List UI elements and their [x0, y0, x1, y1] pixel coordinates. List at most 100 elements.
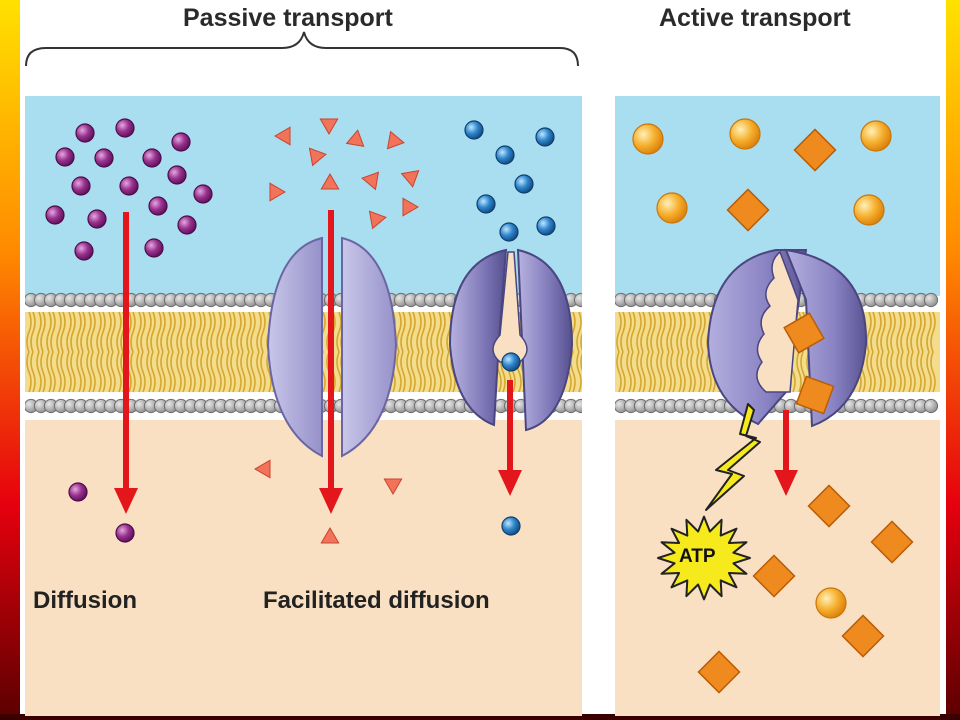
lipid-tail [630, 351, 636, 393]
lipid-tail [86, 311, 92, 353]
lipid-tail [240, 351, 246, 393]
lipid-tail [690, 311, 696, 353]
cytoplasm-left [25, 420, 582, 716]
lipid-tail [216, 311, 222, 353]
pumped-ion-sphere [632, 123, 664, 155]
pumped-solute-cube [793, 128, 837, 172]
lipid-tail [900, 311, 906, 353]
lipid-tail [186, 351, 192, 393]
lipid-tail [226, 351, 232, 393]
lipid-tail [876, 311, 882, 353]
lipid-tail [166, 351, 172, 393]
lipid-tail [676, 351, 682, 393]
lipid-tail [50, 311, 56, 353]
lipid-tail [166, 311, 172, 353]
lipid-tail [246, 311, 252, 353]
lipid-tail [920, 311, 926, 353]
lipid-tail [230, 311, 236, 353]
lipid-tail [106, 311, 112, 353]
lipid-tail [76, 351, 82, 393]
lipid-tail [76, 311, 82, 353]
lipid-head [923, 292, 939, 308]
carrier-solute-sphere [514, 174, 534, 194]
lipid-tail [266, 351, 272, 393]
lipid-tail [890, 351, 896, 393]
lipid-tail [100, 351, 106, 393]
lipid-tail [26, 311, 32, 353]
lipid-tail [636, 351, 642, 393]
facilitated-diffusion-label: Facilitated diffusion [263, 587, 490, 614]
lipid-tail [400, 311, 406, 353]
lipid-tail [670, 311, 676, 353]
solute-triangle [254, 459, 271, 479]
diffusion-molecule [177, 215, 197, 235]
lipid-tail [690, 351, 696, 393]
lipid-tail [880, 351, 886, 393]
lipid-tail [100, 311, 106, 353]
pumped-solute-cube [841, 614, 885, 658]
lipid-tail [216, 351, 222, 393]
lipid-tail [680, 351, 686, 393]
lipid-tail [56, 351, 62, 393]
diffusion-molecule [167, 165, 187, 185]
lipid-tail [666, 311, 672, 353]
lipid-tail [446, 351, 452, 393]
diffusion-molecule [55, 147, 75, 167]
lipid-tail [190, 351, 196, 393]
lipid-tail [676, 311, 682, 353]
solute-triangle [274, 126, 291, 146]
lipid-tail [916, 351, 922, 393]
lipid-tail [616, 311, 622, 353]
lipid-tail [430, 351, 436, 393]
carrier-solute-sphere [535, 127, 555, 147]
energy-lightning-bolt [705, 403, 761, 511]
lipid-tail [420, 351, 426, 393]
lipid-tail [336, 351, 342, 393]
diffusion-molecule [87, 209, 107, 229]
lipid-tail [136, 311, 142, 353]
lipid-head [573, 398, 582, 414]
pumped-solute-cube [783, 312, 825, 354]
lipid-tail [220, 311, 226, 353]
lipid-tail [650, 311, 656, 353]
lipid-tail [40, 351, 46, 393]
carrier-solute-sphere [476, 194, 496, 214]
right-frame-strip [946, 0, 960, 720]
pumped-solute-cube [807, 484, 851, 528]
lipid-tail [580, 352, 582, 372]
diffusion-molecule [148, 196, 168, 216]
lipid-tail [150, 351, 156, 393]
diffusion-molecule [142, 148, 162, 168]
solute-triangle [400, 169, 420, 188]
lipid-tail [80, 351, 86, 393]
lipid-tail [196, 351, 202, 393]
solute-triangle [368, 210, 387, 230]
lipid-tail [426, 351, 432, 393]
lipid-tail [706, 351, 712, 393]
lipid-tail [30, 351, 36, 393]
diffusion-arrow [114, 212, 138, 514]
lipid-tail [56, 311, 62, 353]
diffusion-molecule [115, 523, 135, 543]
lipid-tail [116, 351, 122, 393]
lipid-tail [640, 311, 646, 353]
lipid-tail [580, 332, 582, 352]
atp-label: ATP [679, 546, 716, 567]
pumped-ion-sphere [729, 118, 761, 150]
lipid-tail [916, 311, 922, 353]
lipid-tail [910, 311, 916, 353]
solute-triangle [319, 118, 339, 135]
lipid-tail [206, 311, 212, 353]
lipid-tail [620, 351, 626, 393]
pumped-solute-cube [752, 554, 796, 598]
lipid-tail [416, 311, 422, 353]
lipid-tail [410, 311, 416, 353]
lipid-tail [886, 311, 892, 353]
lipid-tail [140, 311, 146, 353]
lipid-tail [136, 351, 142, 393]
lipid-tail [686, 311, 692, 353]
lipid-tail [656, 351, 662, 393]
lipid-tail [70, 311, 76, 353]
lipid-tail [406, 351, 412, 393]
lipid-tail [636, 311, 642, 353]
